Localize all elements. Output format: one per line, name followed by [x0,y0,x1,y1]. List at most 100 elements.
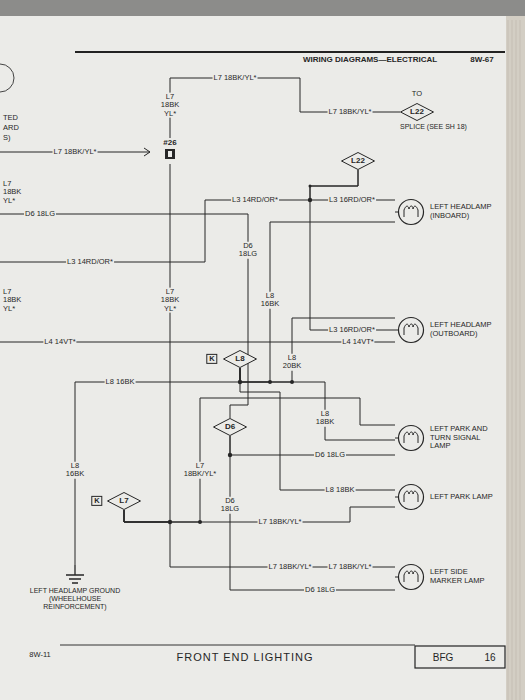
splice-node: L22 [341,152,375,170]
wire-label: L7 18BK/YL* [258,518,303,526]
wire-label: 8W-11 [28,651,51,659]
splice-dots [168,185,312,525]
wire-label: D6 18LG [314,451,346,459]
lamp-lead [395,330,399,331]
wire-label: L7 18BK YL* [2,288,28,313]
splice-diamond: L22 [341,152,375,170]
lamp-filament [404,206,418,217]
lamp-component: LEFT PARK AND TURN SIGNAL LAMP [395,413,500,463]
component-name: LEFT HEADLAMP (INBOARD) [430,203,499,220]
page-edges [508,20,520,700]
lamp-bulb [399,200,424,225]
splice-node: D6 [213,418,247,436]
connector-cavity [168,151,172,157]
wire-label: L3 14RD/OR* [66,258,114,266]
wire-label: L4 14VT* [43,338,76,346]
wire-label: D6 18LG [216,497,244,514]
lamp-symbol [395,482,427,512]
splice-diamond: L7 [107,492,141,510]
wire-label: L8 18BK [311,410,339,427]
wire-connector [230,436,395,455]
lamp-component: LEFT HEADLAMP (INBOARD) [395,192,500,232]
wire-label: FRONT END LIGHTING [176,651,315,663]
wire-label: ARD [2,124,20,132]
header-rule [75,51,505,53]
wire-label: L8 16BK [105,378,136,386]
wire-label: L3 16RD/OR* [328,196,376,204]
wire-connector [124,398,395,522]
ground-lines [66,565,84,583]
lamp-lead [395,497,399,498]
connector-symbol [144,148,150,156]
splice-diamond: L8 [223,350,257,368]
wire-label: L8 16BK [257,292,283,309]
wire-connector [310,170,395,330]
wire-l3 [0,200,310,262]
ground-symbol [63,565,87,587]
splice-name: L7 [107,492,141,510]
wire-label: L7 18BK/YL* [213,74,258,82]
wire-d6 [0,214,248,418]
diamond-shape [224,351,257,368]
callout-letter: K [91,496,102,506]
header-text: 8W-67 [469,56,494,65]
wire-label: L7 18BK YL* [2,180,28,205]
wire-label: D6 18LG [234,242,262,259]
wire-label: 16 [483,652,496,663]
component-name: LEFT PARK LAMP [430,493,499,502]
connector-body [165,149,175,159]
component-name: LEFT PARK AND TURN SIGNAL LAMP [430,425,499,451]
wire-connector [240,368,395,490]
lamp-filament [404,491,418,502]
wire-label: L8 16BK [61,462,89,479]
page-number-box [415,646,505,668]
lamp-filament [404,432,418,443]
wire-connector [170,78,400,138]
diamond-shape [214,419,247,436]
lamp-symbol [395,315,427,345]
splice-note: SPLICE (SEE SH 18) [400,123,480,131]
wire-label: L3 14RD/OR* [231,196,279,204]
splice-diamond: L22 [400,103,434,121]
splice-name: L8 [223,350,257,368]
wire-label: TED [2,114,19,122]
connector-number: #26 [163,138,176,148]
lamp-filament [404,324,418,335]
wire-label: L3 16RD/OR* [328,326,376,334]
partial-symbol [0,64,14,92]
splice-node: L22SPLICE (SEE SH 18) [400,103,490,131]
lamp-lead [395,212,399,213]
diamond-shape [401,104,434,121]
lamp-bulb [399,565,424,590]
lamp-lead [395,577,399,578]
wire-label: D6 18LG [304,586,336,594]
diamond-shape [108,493,141,510]
wire-label: L7 18BK/YL* [53,148,98,156]
connector-icon [164,148,176,160]
wire-label: L8 18BK [325,486,356,494]
ground-point: LEFT HEADLAMP GROUND (WHEELHOUSE REINFOR… [20,565,130,611]
header-text: WIRING DIAGRAMS—ELECTRICAL [302,56,438,65]
wire-label: L4 14VT* [341,338,374,346]
connector-callout: #26 [150,138,190,164]
splice-name: D6 [213,418,247,436]
photo-background [0,0,525,16]
wire-label: L8 20BK [278,354,306,371]
wire-label: L7 18BK YL* [156,93,184,118]
ground-name: LEFT HEADLAMP GROUND (WHEELHOUSE REINFOR… [20,587,130,611]
lamp-bulb [399,426,424,451]
wire-connector [124,510,395,567]
wire-label: TO [411,90,423,98]
wire-label: S) [2,134,12,142]
wire-connector [230,436,395,590]
lamp-bulb [399,485,424,510]
footer-rule [60,645,415,646]
lamp-symbol [395,423,427,453]
splice-name: L22 [400,103,434,121]
wire-connector [240,222,395,382]
component-name: LEFT SIDE MARKER LAMP [430,568,499,585]
lamp-component: LEFT HEADLAMP (OUTBOARD) [395,308,500,352]
lamp-component: LEFT SIDE MARKER LAMP [395,555,500,599]
